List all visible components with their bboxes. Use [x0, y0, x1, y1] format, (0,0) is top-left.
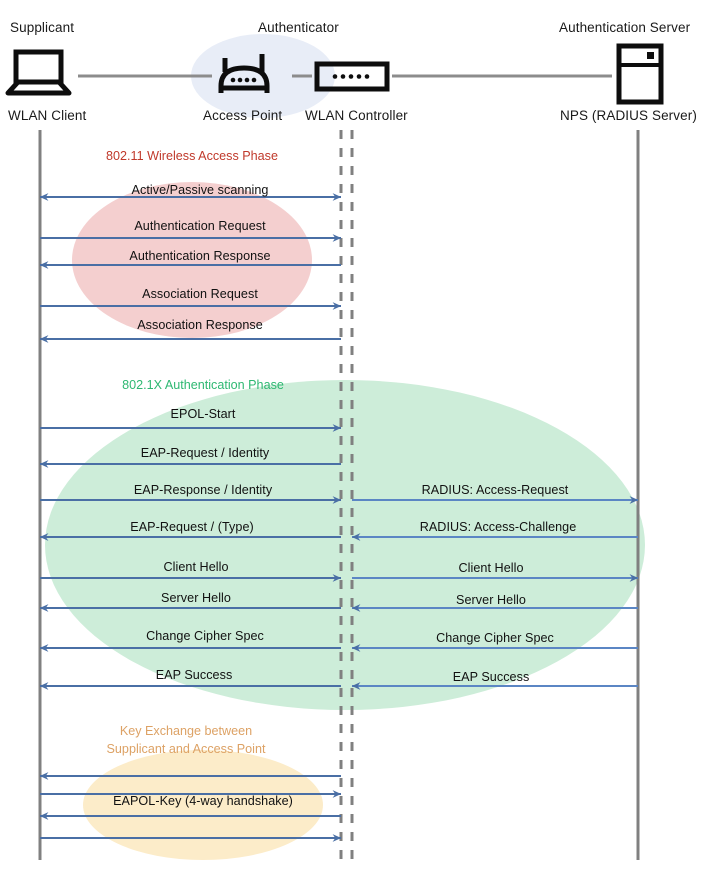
phase-ellipse-phase-802-1x [45, 380, 645, 710]
actor-role-authenticator: Authenticator [258, 20, 339, 35]
message-label-r2: RADIUS: Access-Challenge [419, 520, 577, 534]
message-label-m5: Association Response [137, 318, 263, 332]
message-label-m2: Authentication Request [134, 219, 266, 233]
actor-device-access-point: Access Point [203, 108, 283, 123]
laptop-icon [5, 49, 72, 96]
message-label-m6: EPOL-Start [170, 407, 236, 421]
actor-device-wlan-client: WLAN Client [8, 108, 87, 123]
message-label-m13: EAP Success [155, 668, 233, 682]
phase-ellipse-phase-802-11 [72, 182, 312, 338]
phase-label-line-1: Key Exchange between [119, 724, 253, 738]
message-label-m11: Server Hello [161, 591, 231, 605]
message-label-r5: Change Cipher Spec [436, 631, 554, 645]
message-label-r4: Server Hello [456, 593, 526, 607]
actor-device-nps: NPS (RADIUS Server) [560, 108, 697, 123]
message-label-k3: EAPOL-Key (4-way handshake) [113, 794, 293, 808]
message-label-m12: Change Cipher Spec [146, 629, 264, 643]
actor-device-wlan-controller: WLAN Controller [305, 108, 408, 123]
phase-label-phase-802-11: 802.11 Wireless Access Phase [106, 149, 278, 163]
actor-role-authentication-server: Authentication Server [559, 20, 691, 35]
phase-label-line-2: Supplicant and Access Point [106, 742, 266, 756]
phase-ellipses [45, 182, 645, 860]
message-label-m3: Authentication Response [129, 249, 271, 263]
message-label-m9: EAP-Request / (Type) [130, 520, 254, 534]
actor-role-supplicant: Supplicant [10, 20, 75, 35]
phase-label-phase-802-1x: 802.1X Authentication Phase [122, 378, 284, 392]
lifelines [38, 130, 640, 860]
phase-ellipse-phase-key-exchange [83, 750, 323, 860]
wireless-router-icon [218, 54, 270, 93]
server-icon [616, 43, 664, 105]
message-label-m7: EAP-Request / Identity [140, 446, 270, 460]
wlan-controller-icon [314, 61, 390, 92]
message-label-m10: Client Hello [163, 560, 229, 574]
message-label-r3: Client Hello [458, 561, 524, 575]
message-label-m1: Active/Passive scanning [131, 183, 269, 197]
message-label-m4: Association Request [142, 287, 258, 301]
message-label-r6: EAP Success [452, 670, 530, 684]
message-label-m8: EAP-Response / Identity [133, 483, 273, 497]
message-arrows [39, 193, 639, 842]
message-label-r1: RADIUS: Access-Request [421, 483, 569, 497]
